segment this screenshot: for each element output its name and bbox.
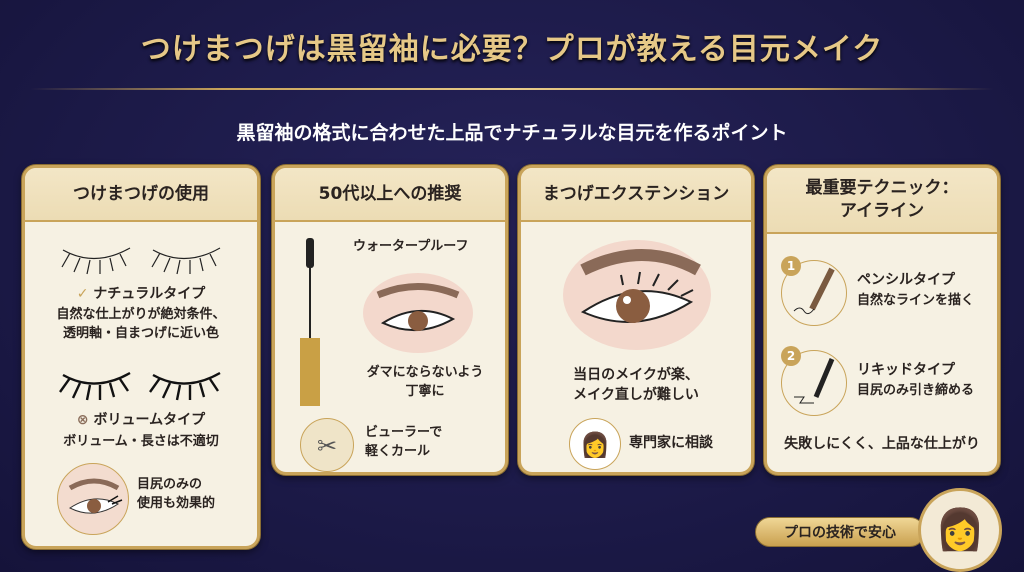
volume-lashes-icon — [59, 371, 221, 401]
outer-corner-tip: 目尻のみの 使用も効果的 — [137, 477, 216, 511]
eye-corner-illustration — [57, 463, 129, 535]
card-title: 最重要テクニック： アイライン — [767, 168, 997, 234]
card-title: まつげエクステンション — [521, 168, 751, 222]
page-subtitle: 黒留袖の格式に合わせた上品でナチュラルな目元を作るポイント — [236, 122, 788, 144]
eye-mascara-illustration — [363, 273, 473, 353]
check-icon: ✓ — [76, 286, 94, 302]
mascara-icon — [300, 238, 320, 406]
step-number: 1 — [781, 256, 801, 276]
card-title: つけまつげの使用 — [25, 168, 257, 222]
eye-extension-illustration — [563, 240, 711, 350]
natural-lashes-icon — [61, 247, 221, 275]
card-title: 50代以上への推奨 — [275, 168, 505, 222]
volume-type-label: ⊗ ボリュームタイプ — [76, 412, 206, 428]
natural-type-label: ✓ ナチュラルタイプ — [76, 286, 206, 302]
card-over-50: 50代以上への推奨 ウォータープルーフ ダマにならないよう 丁寧に ✂ ビューラ… — [272, 165, 508, 475]
pencil-icon — [793, 267, 835, 315]
eyelash-curler-icon: ✂ — [300, 418, 354, 472]
makeup-artist-avatar: 👩 — [918, 488, 1002, 572]
step-desc: 自然なラインを描く — [857, 293, 975, 308]
card-eyeliner: 最重要テクニック： アイライン 1 ペンシルタイプ 自然なラインを描く 2 リキ… — [764, 165, 1000, 475]
page-title: つけまつげは黒留袖に必要？プロが教える目元メイク — [140, 32, 884, 67]
careful-application-note: ダマにならないよう 丁寧に — [366, 365, 484, 399]
waterproof-label: ウォータープルーフ — [353, 239, 469, 254]
pro-badge: プロの技術で安心 — [755, 517, 925, 547]
specialist-avatar: 👩 — [569, 418, 621, 470]
liquid-liner-icon — [794, 358, 835, 404]
extension-desc: 当日のメイクが楽、 メイク直しが難しい — [573, 367, 699, 404]
volume-type-desc: ボリューム・長さは不適切 — [63, 434, 219, 449]
title-divider — [30, 88, 994, 90]
eye-icon — [68, 478, 123, 514]
consult-specialist: 専門家に相談 — [629, 435, 713, 451]
cross-icon: ⊗ — [76, 412, 94, 428]
card-extensions: まつげエクステンション 当日のメイクが楽、 メイク直しが難しい 👩 専門家に相談 — [518, 165, 754, 475]
step-label: ペンシルタイプ — [857, 272, 955, 288]
natural-type-desc: 自然な仕上がりが絶対条件、 透明軸・自まつげに近い色 — [56, 307, 226, 341]
step-label: リキッドタイプ — [857, 362, 955, 378]
liquid-liner-illustration — [781, 350, 847, 416]
card-false-lashes: つけまつげの使用 ✓ ナチュラルタイプ 自然な仕上がりが絶対条件、 透明軸・自ま… — [22, 165, 260, 549]
eye-icon — [580, 249, 701, 323]
step-desc: 目尻のみ引き締める — [857, 383, 975, 398]
curler-tip: ビューラーで 軽くカール — [365, 425, 443, 459]
eye-icon — [376, 283, 460, 332]
step-number: 2 — [781, 346, 801, 366]
eyeliner-summary: 失敗しにくく、上品な仕上がり — [784, 436, 980, 452]
